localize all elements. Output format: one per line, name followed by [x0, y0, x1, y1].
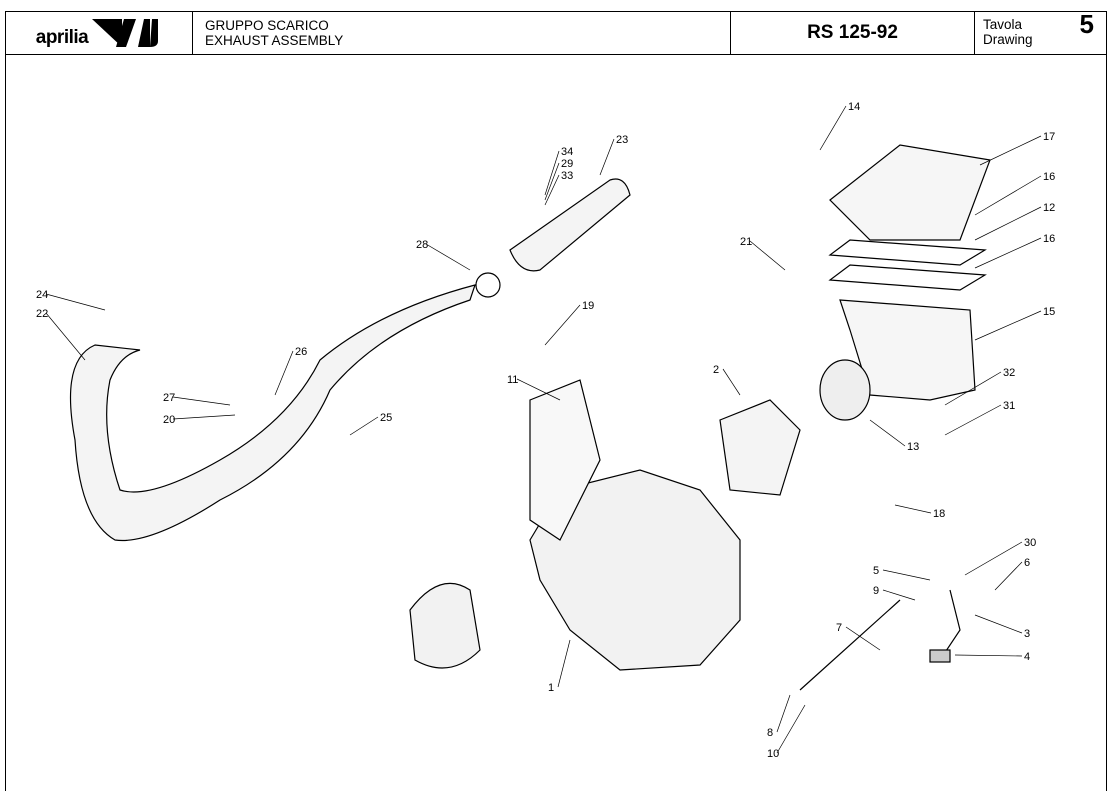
callout-24: 24: [36, 289, 48, 301]
drawing-label-italian: Tavola: [983, 17, 1023, 32]
leader-line: [544, 304, 581, 346]
leader-line: [749, 240, 786, 271]
brand-name: aprilia: [35, 27, 89, 48]
drawing-frame: [5, 53, 1107, 791]
assembly-title: GRUPPO SCARICO EXHAUST ASSEMBLY: [193, 12, 731, 54]
leader-line: [964, 541, 1023, 576]
leader-line: [557, 639, 571, 688]
leader-line: [954, 654, 1023, 657]
drawing-number-box: Tavola Drawing 5: [975, 9, 1106, 54]
leader-line: [544, 174, 560, 206]
leader-line: [882, 569, 931, 581]
leader-line: [599, 138, 615, 176]
leader-line: [544, 150, 560, 196]
leader-line: [845, 626, 881, 651]
callout-7: 7: [836, 622, 842, 634]
callout-27: 27: [163, 392, 175, 404]
leader-line: [722, 368, 741, 396]
silencer: [475, 178, 631, 298]
aprilia-logo: aprilia: [6, 12, 193, 54]
callout-16: 16: [1043, 233, 1055, 245]
callout-17: 17: [1043, 131, 1055, 143]
callout-5: 5: [873, 565, 879, 577]
callout-33: 33: [561, 170, 573, 182]
callout-10: 10: [767, 748, 779, 760]
callout-30: 30: [1024, 537, 1036, 549]
callout-13: 13: [907, 441, 919, 453]
leader-line: [776, 694, 791, 733]
callout-20: 20: [163, 414, 175, 426]
leader-line: [172, 414, 236, 420]
callout-16: 16: [1043, 171, 1055, 183]
leader-line: [974, 206, 1042, 241]
callout-11: 11: [507, 374, 518, 386]
leader-line: [944, 404, 1002, 436]
callout-28: 28: [416, 239, 428, 251]
callout-32: 32: [1003, 367, 1015, 379]
callout-15: 15: [1043, 306, 1055, 318]
leader-line: [776, 704, 806, 754]
leader-line: [994, 561, 1023, 591]
drawing-label-english: Drawing: [983, 32, 1033, 47]
callout-19: 19: [582, 300, 594, 312]
carburetor: [719, 399, 801, 496]
engine: [409, 379, 741, 671]
aj-logo-icon: [92, 19, 159, 47]
callout-26: 26: [295, 346, 307, 358]
leader-line: [819, 105, 847, 151]
callout-4: 4: [1024, 651, 1030, 663]
leader-line: [274, 350, 294, 396]
leader-line: [974, 310, 1042, 341]
leader-line: [869, 419, 906, 447]
callout-9: 9: [873, 585, 879, 597]
callout-21: 21: [740, 236, 752, 248]
leader-line: [894, 504, 932, 514]
exhaust-pipe: [69, 284, 476, 542]
callout-2: 2: [713, 364, 719, 376]
callout-8: 8: [767, 727, 773, 739]
callout-3: 3: [1024, 628, 1030, 640]
leader-line: [45, 312, 86, 361]
leader-line: [349, 416, 379, 436]
leader-line: [979, 135, 1042, 166]
leader-line: [974, 175, 1042, 216]
callout-34: 34: [561, 146, 573, 158]
callout-18: 18: [933, 508, 945, 520]
leader-line: [944, 371, 1002, 406]
gear-lever-linkage: [799, 589, 961, 691]
title-block: aprilia GRUPPO SCARICO EXHAUST ASSEMBLY …: [5, 11, 1107, 55]
leader-line: [425, 243, 471, 271]
leader-line: [974, 237, 1042, 269]
leader-line: [45, 293, 106, 311]
leader-line: [974, 614, 1023, 634]
leader-line: [882, 589, 916, 601]
leader-line: [544, 162, 560, 201]
title-italian: GRUPPO SCARICO: [205, 18, 329, 33]
callout-12: 12: [1043, 202, 1055, 214]
callout-29: 29: [561, 158, 573, 170]
leader-line: [172, 396, 231, 406]
drawing-number: 5: [1079, 9, 1094, 39]
callout-22: 22: [36, 308, 48, 320]
airbox: [819, 144, 991, 421]
callout-6: 6: [1024, 557, 1030, 569]
callout-25: 25: [380, 412, 392, 424]
title-english: EXHAUST ASSEMBLY: [205, 33, 344, 48]
model-name: RS 125-92: [731, 12, 975, 54]
leader-line: [516, 378, 561, 401]
callout-23: 23: [616, 134, 628, 146]
callout-31: 31: [1003, 400, 1015, 412]
callout-1: 1: [548, 682, 554, 694]
callout-14: 14: [848, 101, 860, 113]
